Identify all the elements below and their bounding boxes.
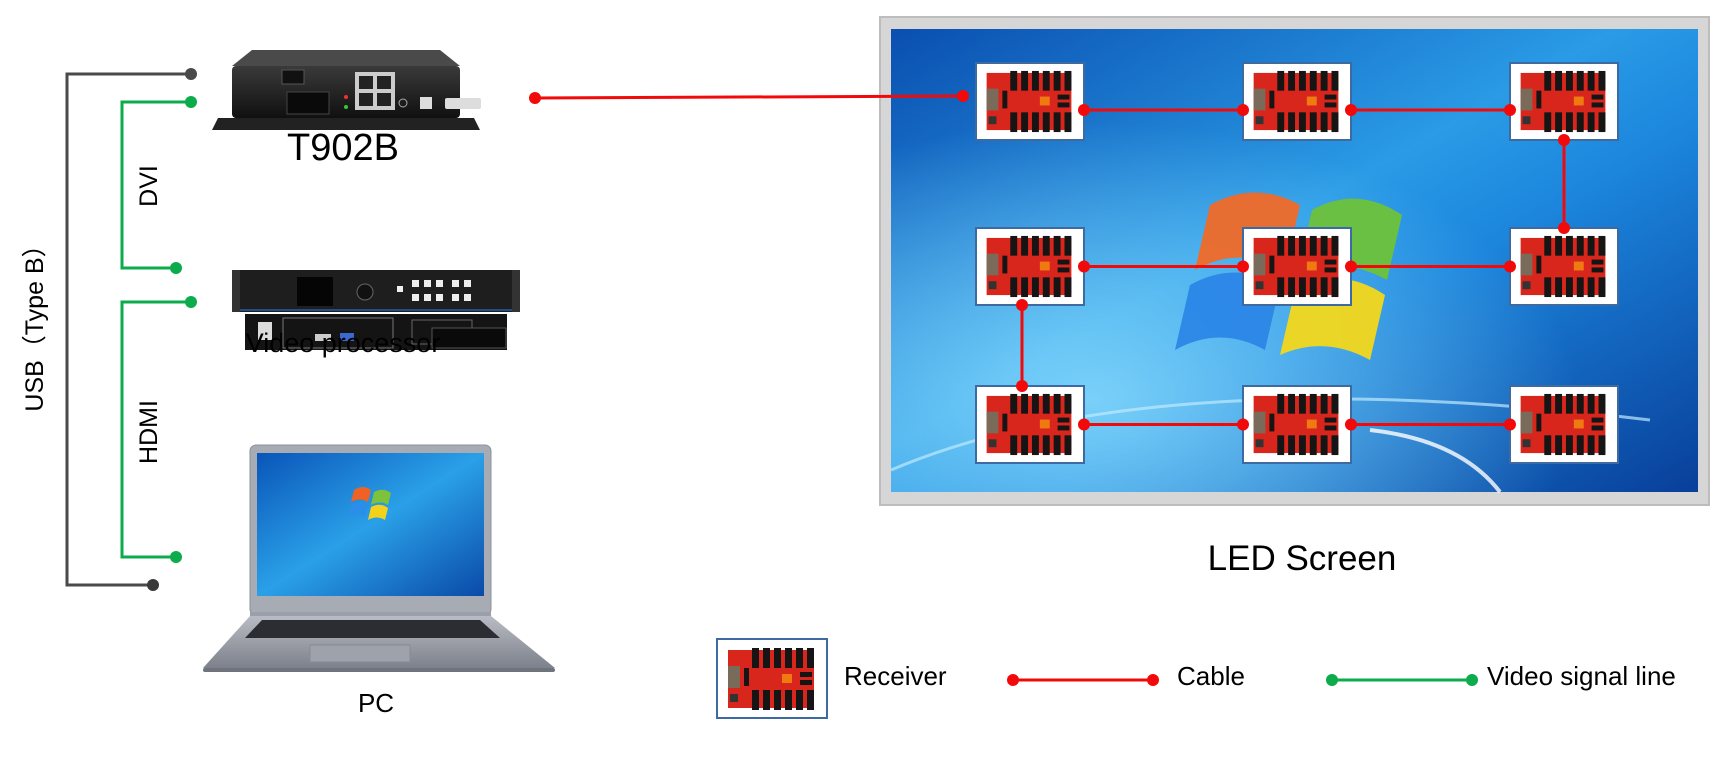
controller-cable-endpoint <box>529 92 541 104</box>
cable-endpoint <box>1237 104 1249 116</box>
receiver-r3c3[interactable] <box>1509 385 1619 464</box>
receiver-cable-endpoint <box>957 90 969 102</box>
legend-video-signal-label: Video signal line <box>1487 661 1676 691</box>
usb-endpoint-controller <box>185 68 197 80</box>
hdmi-label: HDMI <box>135 400 163 464</box>
receiver-r2c1[interactable] <box>975 227 1085 306</box>
hdmi-endpoint-processor <box>185 296 197 308</box>
usb-connection: USB（Type B） <box>21 68 197 591</box>
usb-endpoint-pc <box>147 579 159 591</box>
cable-chain <box>1016 104 1570 431</box>
receiver-icon <box>980 67 1080 136</box>
led-screen-label: LED Screen <box>1208 539 1397 578</box>
cable-endpoint <box>1078 104 1090 116</box>
receiver-icon <box>722 644 822 714</box>
hdmi-connection: HDMI <box>120 296 197 563</box>
legend-receiver-label: Receiver <box>844 661 947 691</box>
cable-endpoint <box>1504 260 1516 273</box>
receiver-r2c2[interactable] <box>1242 227 1352 306</box>
legend-cable-label: Cable <box>1177 661 1245 691</box>
receiver-r1c3[interactable] <box>1509 62 1619 141</box>
cable-endpoint <box>1345 104 1357 116</box>
receiver-icon <box>1514 390 1614 459</box>
dvi-label: DVI <box>135 165 163 207</box>
cable-endpoint <box>1078 418 1090 431</box>
dvi-connection: DVI <box>120 96 197 274</box>
cable-endpoint <box>1237 418 1249 431</box>
cable-endpoint <box>1558 134 1570 146</box>
dvi-endpoint-controller <box>185 96 197 108</box>
video-processor-label: Video processor <box>246 328 441 358</box>
usb-label: USB（Type B） <box>21 232 49 411</box>
pc-device[interactable]: PC <box>203 444 555 718</box>
legend-receiver: Receiver <box>716 638 947 719</box>
cable-endpoint <box>1504 418 1516 431</box>
cable-endpoint <box>1078 260 1090 273</box>
cable-endpoint <box>1345 260 1357 273</box>
receiver-icon <box>1247 232 1347 301</box>
cable-endpoint <box>1504 104 1516 116</box>
cable-endpoint <box>1237 260 1249 273</box>
receiver-grid <box>975 62 1619 464</box>
cable-endpoint <box>1558 222 1570 234</box>
pc-label: PC <box>358 688 394 718</box>
legend-video-signal: Video signal line <box>1326 661 1676 691</box>
receiver-icon <box>980 390 1080 459</box>
t902b-label: T902B <box>287 127 399 169</box>
legend-cable: Cable <box>1007 661 1245 691</box>
controller-cable <box>529 90 969 104</box>
laptop-icon <box>203 444 555 672</box>
usb-line <box>65 72 191 587</box>
legend: Receiver Cable Video signal line <box>716 638 1676 719</box>
sending-card-box-icon <box>212 50 481 130</box>
dvi-endpoint-processor <box>170 262 182 274</box>
receiver-icon <box>1247 67 1347 136</box>
hdmi-endpoint-pc <box>170 551 182 563</box>
video-processor-device[interactable]: Video processor <box>232 270 520 358</box>
receiver-r3c1[interactable] <box>975 385 1085 464</box>
cable-endpoint <box>1345 418 1357 431</box>
receiver-icon <box>980 232 1080 301</box>
windows-logo-icon <box>348 487 391 520</box>
receiver-icon <box>1514 232 1614 301</box>
receiver-r2c3[interactable] <box>1509 227 1619 306</box>
receiver-r1c2[interactable] <box>1242 62 1352 141</box>
led-screen[interactable] <box>879 16 1710 506</box>
receiver-icon <box>1247 390 1347 459</box>
receiver-icon <box>1514 67 1614 136</box>
hdmi-line <box>120 300 191 559</box>
controller-cable-line <box>534 94 964 100</box>
dvi-line <box>120 100 191 270</box>
cable-endpoint <box>1016 299 1028 311</box>
video-processor-icon <box>232 270 520 350</box>
receiver-r3c2[interactable] <box>1242 385 1352 464</box>
receiver-r1c1[interactable] <box>975 62 1085 141</box>
t902b-device[interactable]: T902B <box>212 50 481 169</box>
cable-endpoint <box>1016 380 1028 392</box>
